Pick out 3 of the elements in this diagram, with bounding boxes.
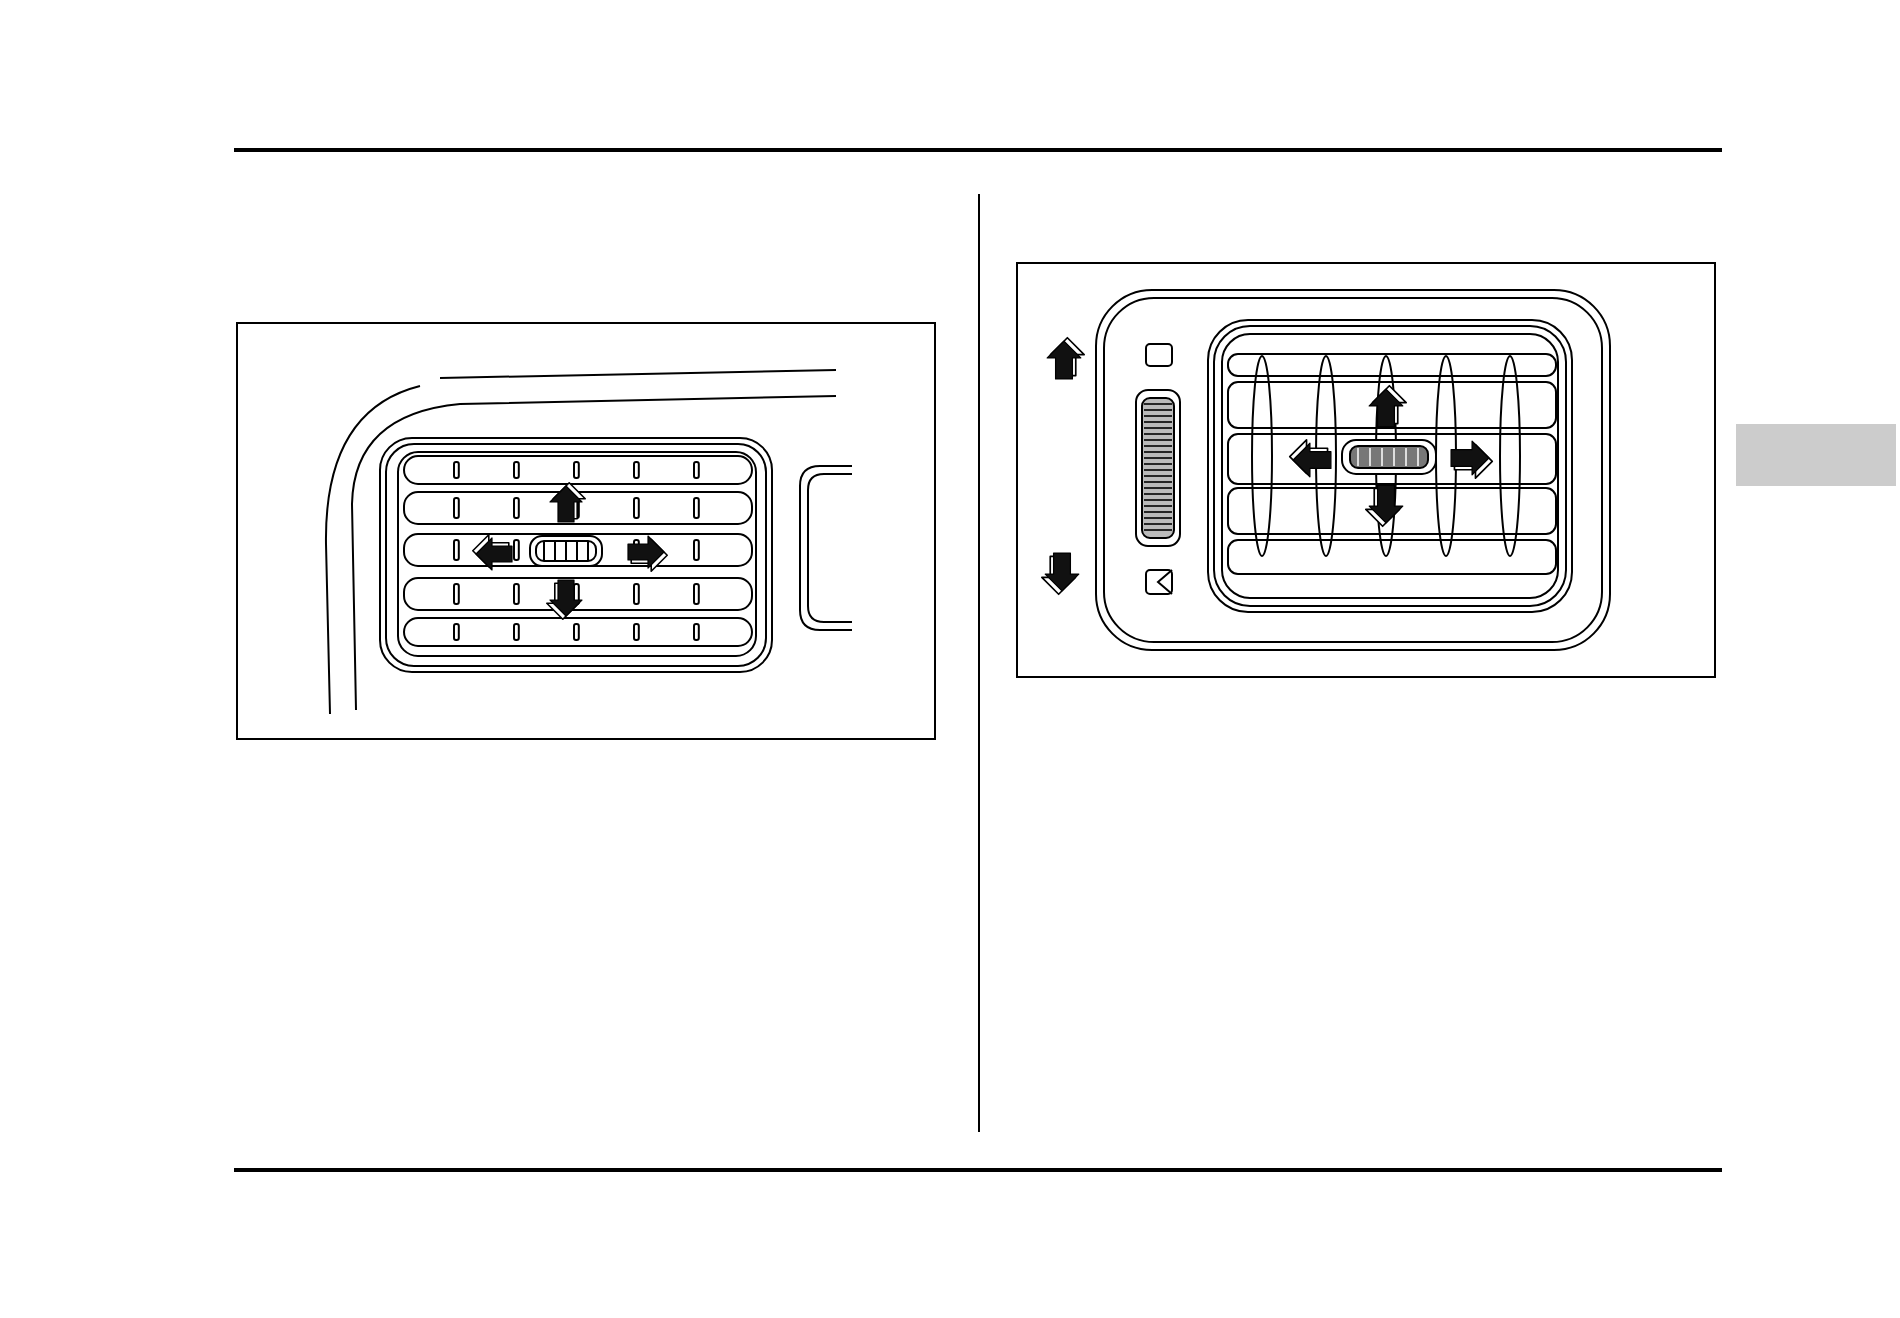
illustration-frame	[1016, 262, 1716, 678]
illustration-frame	[236, 322, 936, 740]
section-tab	[1736, 424, 1896, 486]
